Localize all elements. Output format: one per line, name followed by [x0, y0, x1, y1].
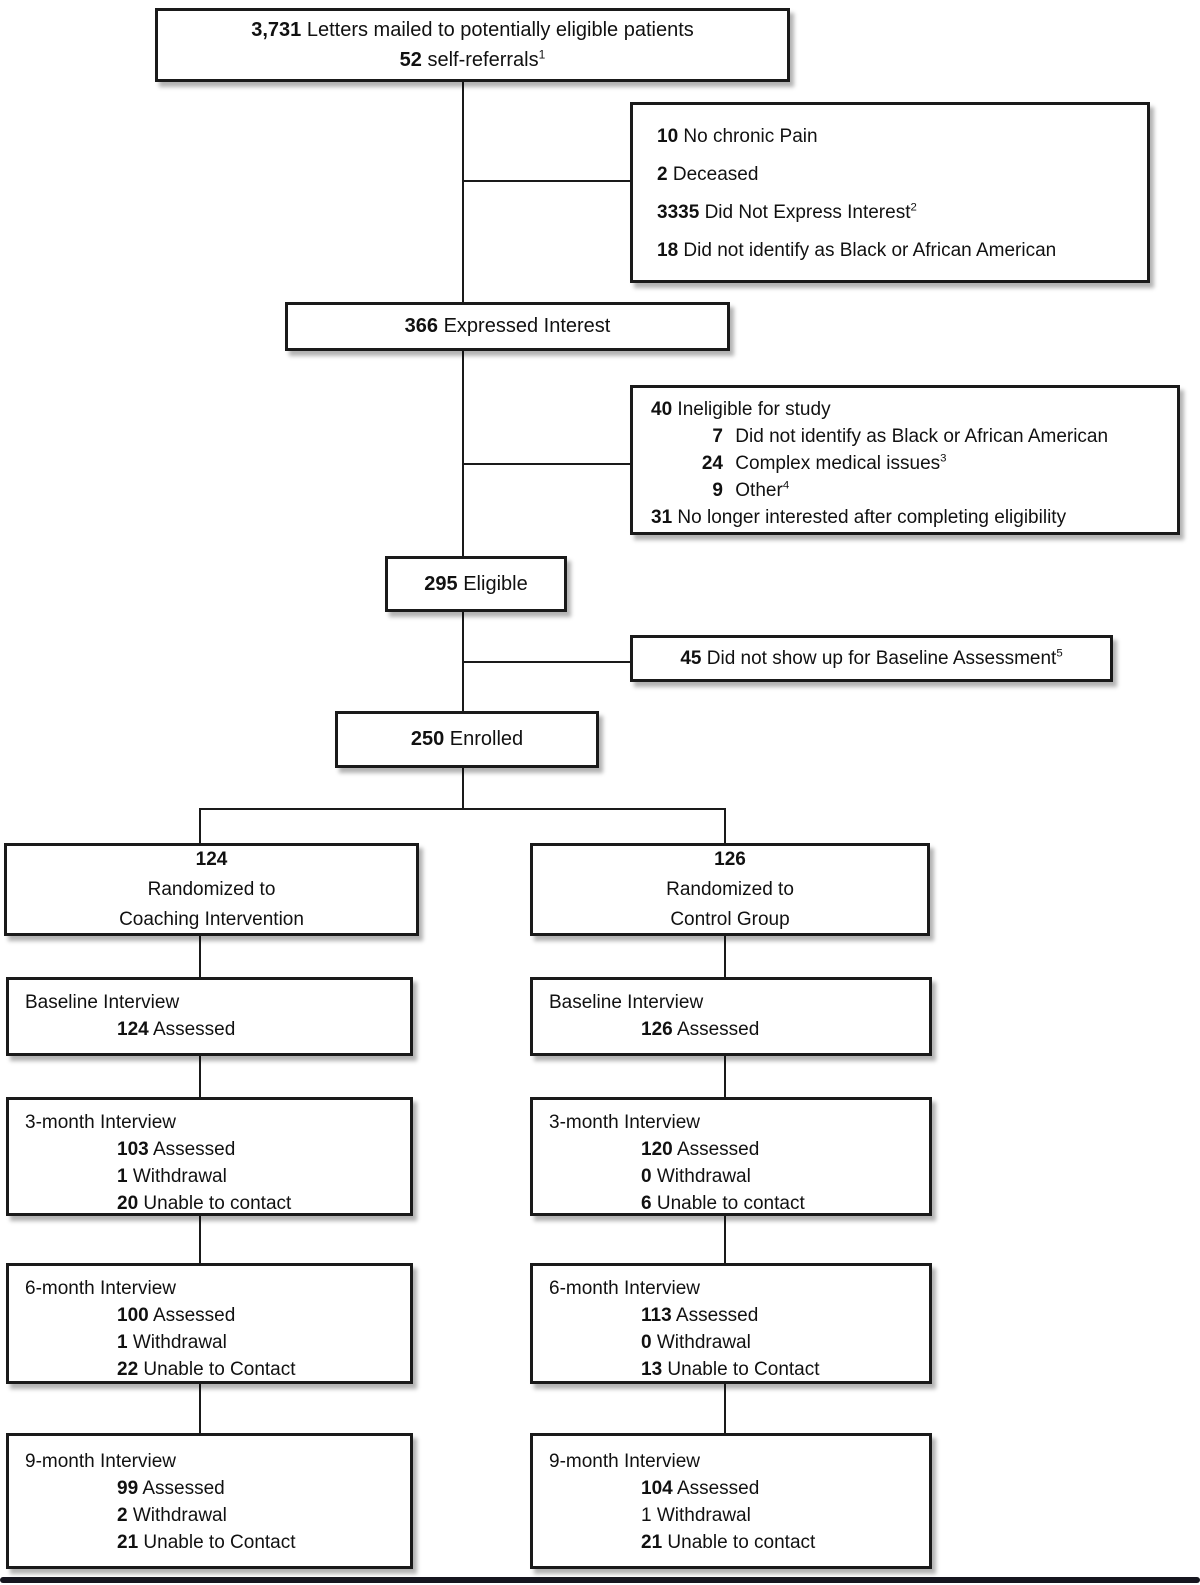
flow-line: 6-month Interview	[549, 1278, 701, 1299]
flow-line: 31 No longer interested after completing…	[651, 507, 1067, 528]
connector-control-arm-to-baseline	[724, 936, 726, 977]
box-control-baseline-interview: Baseline Interview 126 Assessed	[530, 977, 932, 1056]
connector-mailed-to-expressed	[462, 82, 464, 302]
flow-line: 7 Did not identify as Black or African A…	[712, 426, 1109, 447]
connector-to-excluded-eligibility	[462, 463, 630, 465]
flow-line: 113 Assessed	[641, 1305, 759, 1326]
flow-line: 126 Assessed	[641, 1019, 760, 1040]
box-control-6month-interview: 6-month Interview 113 Assessed 0 Withdrawa…	[530, 1263, 932, 1384]
flow-line: 9 Other4	[712, 479, 790, 501]
flow-line: 22 Unable to Contact	[117, 1359, 296, 1380]
flow-line: 3,731 Letters mailed to potentially elig…	[251, 19, 694, 41]
flow-line: 18 Did not identify as Black or African …	[657, 240, 1057, 261]
connector-enrolled-to-branch	[462, 768, 464, 808]
flow-line: Randomized to	[666, 878, 794, 900]
flow-line: 9-month Interview	[549, 1451, 701, 1472]
flow-line: 0 Withdrawal	[641, 1166, 751, 1187]
flow-line: 24 Complex medical issues3	[701, 452, 947, 474]
flow-line: 21 Unable to contact	[641, 1532, 816, 1553]
branch-line	[199, 808, 726, 810]
box-control-3month-interview: 3-month Interview 120 Assessed 0 Withdrawa…	[530, 1097, 932, 1216]
flow-line: 120 Assessed	[641, 1139, 760, 1160]
connector-branch-to-control-arm	[724, 808, 726, 843]
box-excluded-eligibility: 40 Ineligible for study 7 Did not identif…	[630, 385, 1180, 535]
box-coaching-baseline-interview: Baseline Interview 124 Assessed	[6, 977, 413, 1056]
flow-line: 126	[714, 848, 746, 870]
flow-line: 1 Withdrawal	[641, 1505, 751, 1526]
connector-coaching-3month-to-6month	[199, 1216, 201, 1263]
connector-coaching-arm-to-baseline	[199, 936, 201, 977]
flow-line: Control Group	[670, 908, 790, 930]
flow-line: 1 Withdrawal	[117, 1166, 227, 1187]
connector-control-6month-to-9month	[724, 1384, 726, 1433]
box-coaching-9month-interview: 9-month Interview 99 Assessed 2 Withdrawal…	[6, 1433, 413, 1569]
box-excluded-initial: 10 No chronic Pain 2 Deceased 3335 Did Not…	[630, 102, 1150, 283]
flow-line: 99 Assessed	[117, 1478, 225, 1499]
flow-line: 104 Assessed	[641, 1478, 760, 1499]
flow-line: 2 Withdrawal	[117, 1505, 227, 1526]
connector-control-baseline-to-3month	[724, 1056, 726, 1097]
connector-coaching-6month-to-9month	[199, 1384, 201, 1433]
flow-line: 40 Ineligible for study	[651, 399, 831, 420]
connector-coaching-baseline-to-3month	[199, 1056, 201, 1097]
flow-line: 3-month Interview	[25, 1112, 177, 1133]
flow-line: 100 Assessed	[117, 1305, 236, 1326]
flow-line: 124 Assessed	[117, 1019, 236, 1040]
flow-line: 2 Deceased	[657, 164, 759, 185]
flow-line: 250 Enrolled	[410, 728, 524, 750]
flow-line: Coaching Intervention	[119, 908, 304, 930]
flow-line: 124	[195, 848, 228, 870]
flow-line: 103 Assessed	[117, 1139, 236, 1160]
box-coaching-6month-interview: 6-month Interview 100 Assessed 1 Withdrawa…	[6, 1263, 413, 1384]
flow-line: Baseline Interview	[549, 992, 704, 1013]
flow-line: 10 No chronic Pain	[657, 126, 818, 147]
flow-line: 9-month Interview	[25, 1451, 177, 1472]
box-letters-mailed: 3,731 Letters mailed to potentially elig…	[155, 8, 790, 82]
box-control-9month-interview: 9-month Interview 104 Assessed 1 Withdrawa…	[530, 1433, 932, 1569]
box-no-show-baseline: 45 Did not show up for Baseline Assessme…	[630, 635, 1113, 682]
connector-to-no-show	[462, 661, 632, 663]
box-expressed-interest: 366 Expressed Interest	[285, 302, 730, 351]
box-coaching-3month-interview: 3-month Interview 103 Assessed 1 Withdrawa…	[6, 1097, 413, 1216]
flow-line: 0 Withdrawal	[641, 1332, 751, 1353]
connector-to-excluded-initial	[462, 180, 630, 182]
box-enrolled: 250 Enrolled	[335, 711, 599, 768]
figure-bottom-border	[0, 1577, 1200, 1583]
flow-line: 1 Withdrawal	[117, 1332, 227, 1353]
flow-line: 3-month Interview	[549, 1112, 701, 1133]
flow-line: 6-month Interview	[25, 1278, 177, 1299]
flow-line: 13 Unable to Contact	[641, 1359, 820, 1380]
flow-line: 3335 Did Not Express Interest2	[657, 201, 917, 223]
flow-line: 45 Did not show up for Baseline Assessme…	[680, 647, 1063, 669]
connector-control-3month-to-6month	[724, 1216, 726, 1263]
flow-line: 21 Unable to Contact	[117, 1532, 296, 1553]
flow-line: 6 Unable to contact	[641, 1193, 805, 1214]
connector-branch-to-coaching-arm	[199, 808, 201, 843]
flow-line: 52 self-referrals1	[399, 47, 546, 71]
connector-expressed-to-eligible	[462, 351, 464, 557]
flow-line: Baseline Interview	[25, 992, 180, 1013]
box-eligible: 295 Eligible	[385, 556, 567, 612]
flow-line: 366 Expressed Interest	[404, 315, 611, 337]
flow-line: 20 Unable to contact	[117, 1193, 292, 1214]
flow-line: Randomized to	[147, 878, 276, 900]
flow-line: 295 Eligible	[424, 572, 528, 595]
